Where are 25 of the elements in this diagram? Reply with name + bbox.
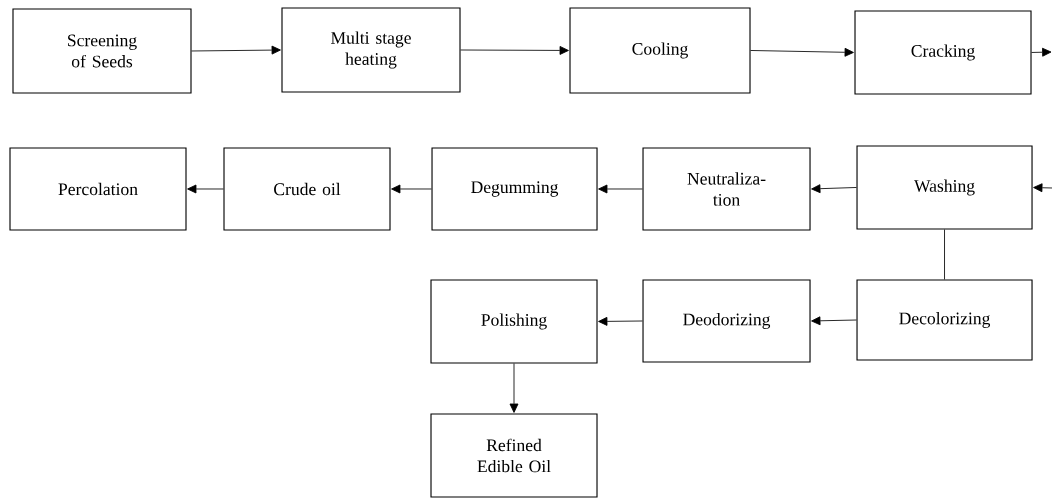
process-box: Decolorizing [856,279,1033,361]
arrow [391,184,432,194]
process-box: Cooling [569,7,751,94]
arrow [811,316,857,326]
arrow [1033,183,1053,193]
arrow [191,45,281,55]
arrow [1031,47,1052,57]
process-box: Crude oil [223,147,391,231]
arrow [811,184,857,194]
process-box: Deodorizing [642,279,811,363]
process-box: Degumming [431,147,598,231]
arrow [598,184,643,194]
process-box: Polishing [430,279,598,364]
process-box: Percolation [9,147,187,231]
arrow [187,184,224,194]
process-box: Screening of Seeds [12,8,192,94]
process-box: Refined Edible Oil [430,413,598,498]
arrow [460,46,569,55]
process-box: Neutraliza- tion [642,147,811,231]
arrow [509,363,519,413]
process-box: Cracking [854,10,1032,95]
process-box: Multi stage heating [281,7,461,93]
arrow [598,316,643,326]
arrow [750,47,854,57]
process-box: Washing [856,145,1033,230]
